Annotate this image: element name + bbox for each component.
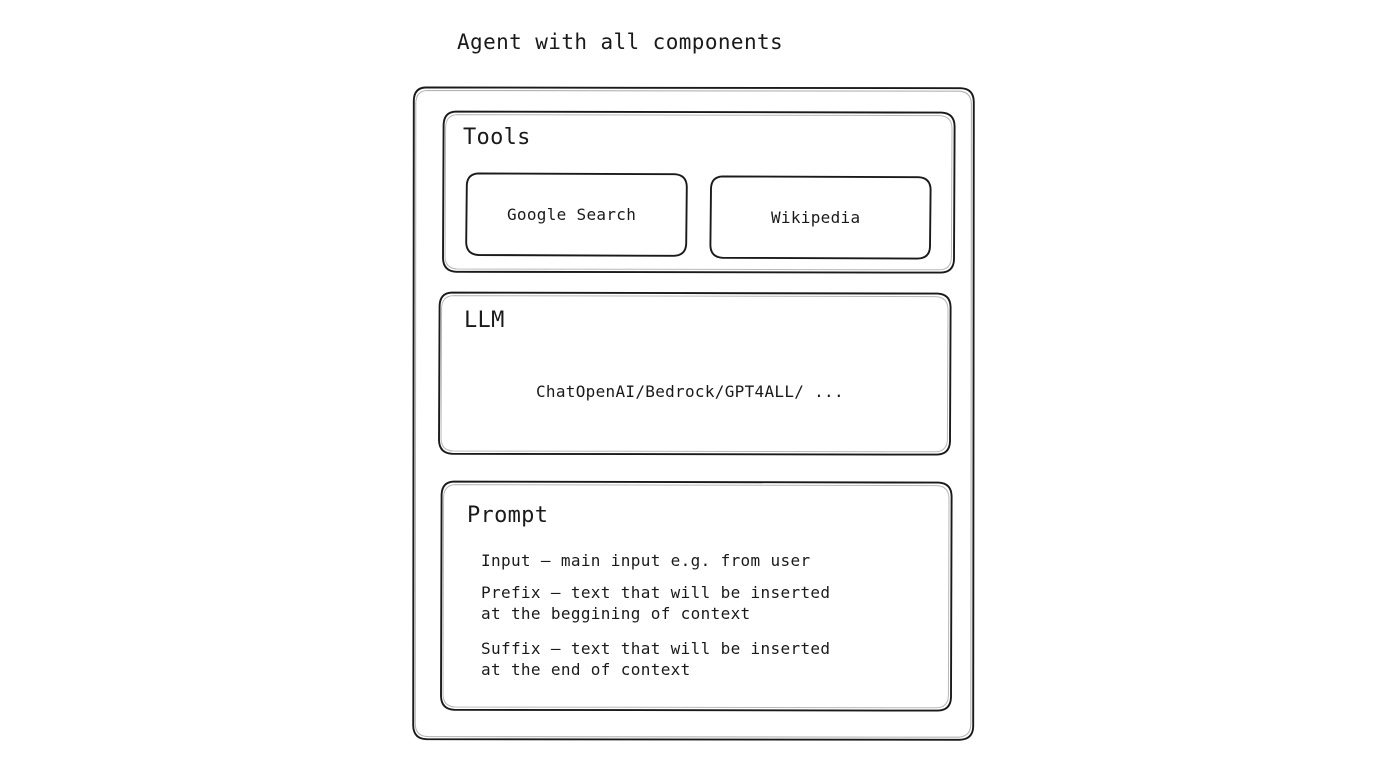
prompt-line-suffix-1: Suffix – text that will be inserted <box>481 639 831 658</box>
prompt-line-input: Input – main input e.g. from user <box>481 551 811 570</box>
tool-wikipedia-label: Wikipedia <box>771 208 861 227</box>
llm-section-border <box>438 291 952 456</box>
tools-section-heading: Tools <box>463 125 531 150</box>
tool-google-search-label: Google Search <box>507 205 637 224</box>
llm-providers-label: ChatOpenAI/Bedrock/GPT4ALL/ ... <box>536 382 844 401</box>
prompt-section-heading: Prompt <box>467 503 549 528</box>
llm-section-border-echo <box>440 295 949 453</box>
page-title: Agent with all components <box>457 30 784 54</box>
prompt-line-prefix-2: at the beggining of context <box>481 604 751 623</box>
llm-section-heading: LLM <box>464 308 505 333</box>
prompt-line-prefix-1: Prefix – text that will be inserted <box>481 583 831 602</box>
prompt-line-suffix-2: at the end of context <box>481 660 691 679</box>
